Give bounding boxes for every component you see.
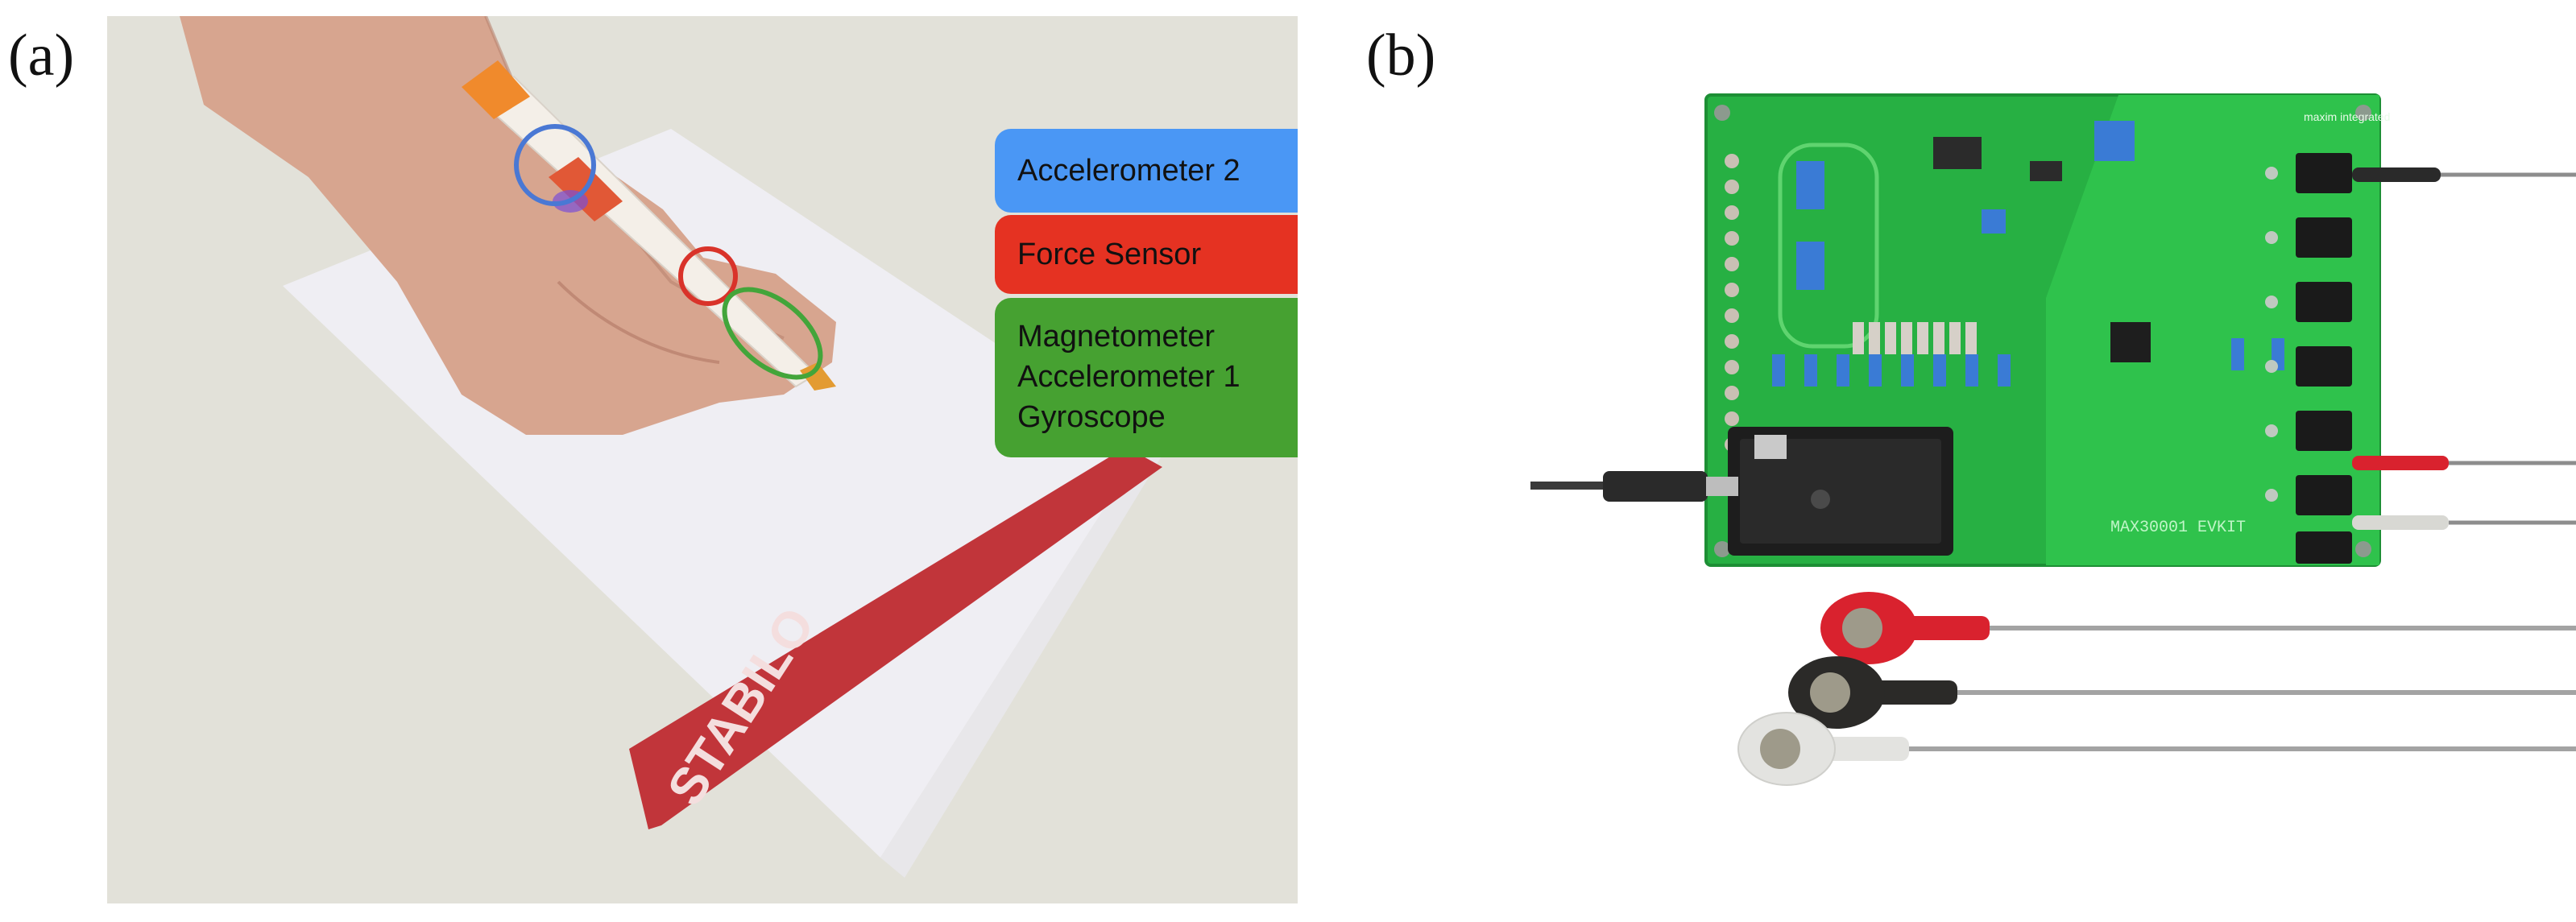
imu-marker — [722, 287, 823, 380]
accelerometer2-marker — [514, 124, 596, 206]
panel-label-a: (a) — [8, 23, 75, 89]
pen-tip — [800, 362, 836, 391]
pen-photo: STABILO Accelerometer 2 Force Sensor Mag… — [107, 16, 1298, 903]
legend-accelerometer2-label: Accelerometer 2 — [1017, 154, 1240, 188]
legend-force-sensor: Force Sensor — [995, 215, 1298, 294]
electrode-lead-white — [1737, 712, 2576, 786]
ecg-board-illustration: MAX30001 EVKIT maxim integrated — [1530, 93, 2576, 786]
pad-stripe — [629, 447, 1162, 829]
electrode-lead-red — [1820, 592, 2576, 664]
ecg-chip — [2110, 322, 2151, 362]
legend-force-sensor-label: Force Sensor — [1017, 238, 1202, 271]
pad-edge — [880, 443, 1162, 878]
legend-accelerometer1-label: Accelerometer 1 — [1017, 360, 1240, 394]
legend-gyroscope-label: Gyroscope — [1017, 400, 1166, 434]
board-logo-text: maxim integrated — [2304, 110, 2390, 123]
ecg-board-photo: MAX30001 EVKIT maxim integrated — [1530, 81, 2576, 846]
legend-magnetometer-label: Magnetometer — [1017, 320, 1216, 354]
legend-accelerometer2: Accelerometer 2 — [995, 129, 1298, 213]
pen-cap — [462, 60, 530, 119]
electrode-lead-black — [1788, 656, 2576, 729]
panel-label-b: (b) — [1366, 23, 1436, 89]
board-label: MAX30001 EVKIT — [2110, 519, 2246, 537]
force-sensor-marker — [678, 246, 738, 306]
legend-imu-group: Magnetometer Accelerometer 1 Gyroscope — [995, 298, 1298, 457]
hand — [180, 16, 836, 435]
